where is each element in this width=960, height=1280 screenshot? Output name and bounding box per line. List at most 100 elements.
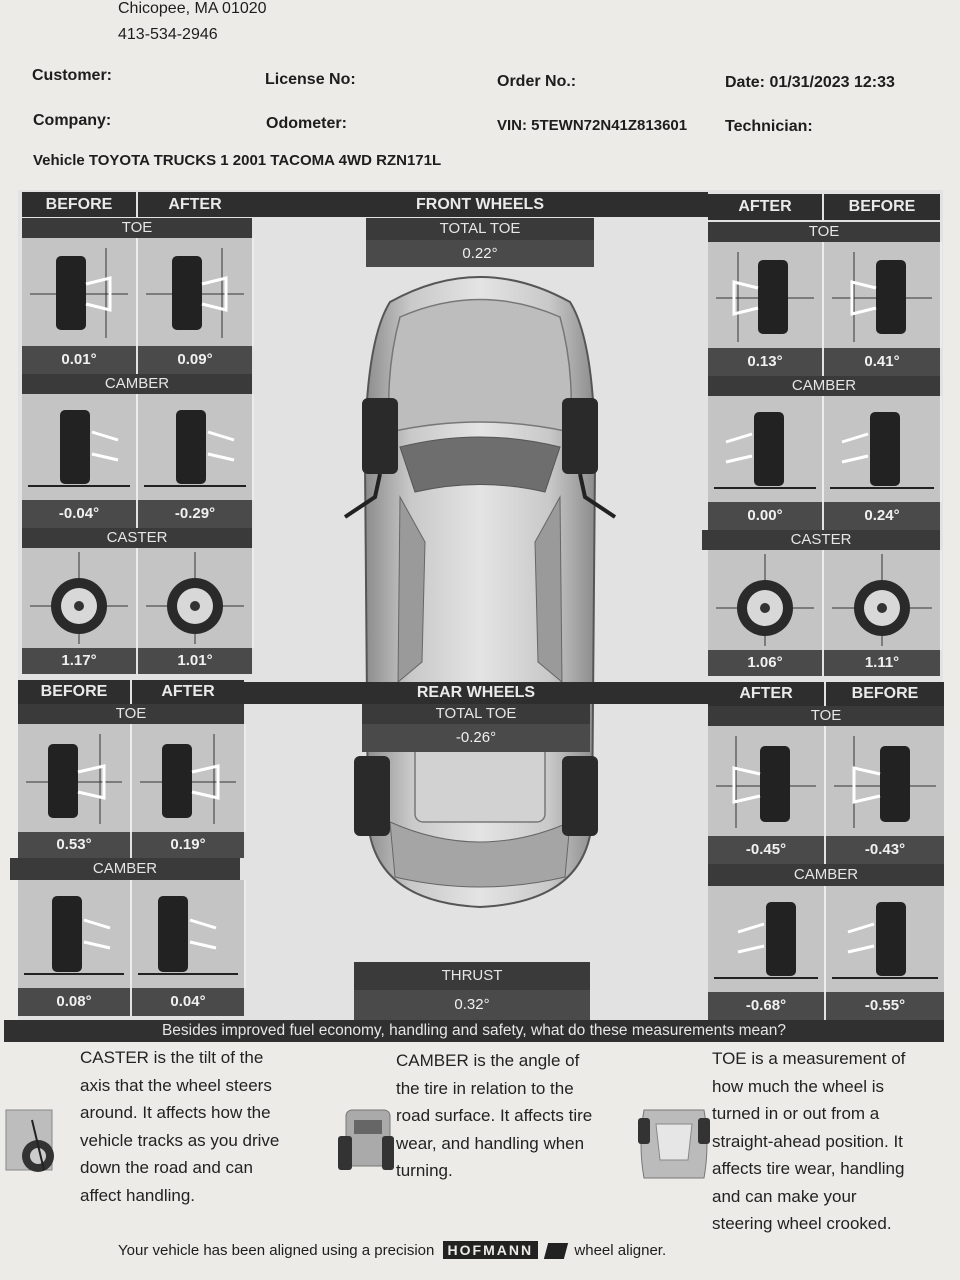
vin-label: VIN: (497, 117, 527, 134)
toe-line: steering wheel crooked. (712, 1214, 892, 1233)
rear-total-toe-value: -0.26° (362, 724, 590, 752)
thrust-value: 0.32° (354, 990, 590, 1020)
front-left-toe-label: TOE (22, 218, 252, 238)
front-left-caster-label: CASTER (22, 528, 252, 548)
question-bar: Besides improved fuel economy, handling … (4, 1020, 944, 1042)
front-right-camber-before-diagram (824, 396, 942, 502)
rear-left-toe-after-diagram (132, 724, 246, 832)
front-right-caster-label: CASTER (702, 530, 940, 550)
front-right-camber-before-value: 0.24° (824, 502, 940, 530)
rear-right-toe-after-diagram (708, 726, 826, 836)
front-right-toe-after-diagram (708, 242, 824, 348)
company-label: Company: (33, 112, 112, 129)
footer-pre: Your vehicle has been aligned using a pr… (118, 1242, 435, 1259)
footer-post: wheel aligner. (574, 1242, 667, 1259)
vin-field: VIN: 5TEWN72N41Z813601 (497, 117, 687, 134)
camber-line: road surface. It affects tire (396, 1106, 593, 1125)
front-right-caster-after-diagram (708, 550, 824, 650)
footer-line: Your vehicle has been aligned using a pr… (118, 1241, 667, 1260)
rear-left-before-header: BEFORE (18, 680, 130, 704)
odometer-label: Odometer: (266, 115, 347, 132)
front-left-camber-label: CAMBER (22, 374, 252, 394)
rear-right-camber-after-value: -0.68° (708, 992, 824, 1020)
rear-left-camber-label: CAMBER (10, 858, 240, 880)
camber-line: CAMBER is the angle of (396, 1051, 580, 1070)
front-right-caster-before-value: 1.11° (824, 650, 940, 676)
front-left-toe-before-diagram (22, 238, 138, 346)
toe-explanation: TOE is a measurement of how much the whe… (712, 1045, 952, 1238)
toe-line: TOE is a measurement of (712, 1049, 906, 1068)
toe-line: straight-ahead position. It (712, 1131, 903, 1151)
camber-line: wear, and handling when (396, 1133, 585, 1153)
rear-left-toe-before-diagram (18, 724, 132, 832)
toe-line: how much the wheel is (712, 1076, 884, 1096)
camber-car-icon (338, 1109, 394, 1170)
rear-right-toe-before-diagram (826, 726, 946, 836)
front-left-before-header: BEFORE (22, 192, 136, 217)
vehicle-line: Vehicle TOYOTA TRUCKS 1 2001 TACOMA 4WD … (33, 152, 442, 169)
shop-phone: 413-534-2946 (118, 26, 218, 43)
rear-right-camber-before-diagram (826, 886, 946, 992)
rear-left-toe-label: TOE (18, 704, 244, 724)
date-field: Date: 01/31/2023 12:33 (725, 74, 895, 92)
date-label: Date: (725, 74, 766, 91)
front-left-caster-after-diagram (138, 548, 254, 648)
rear-right-before-header: BEFORE (826, 682, 944, 706)
front-left-camber-before-value: -0.04° (22, 500, 136, 528)
toe-car-icon (638, 1109, 710, 1179)
thrust-label: THRUST (354, 962, 590, 990)
front-right-caster-after-value: 1.06° (708, 650, 822, 676)
license-label: License No: (265, 71, 356, 88)
front-right-toe-label: TOE (708, 222, 940, 242)
front-left-toe-after-diagram (138, 238, 254, 346)
rear-right-after-header: AFTER (708, 682, 824, 706)
rear-right-camber-label: CAMBER (708, 864, 944, 886)
technician-label: Technician: (725, 118, 813, 135)
rear-left-camber-after-value: 0.04° (132, 988, 244, 1016)
brand-logo: HOFMANN (442, 1241, 539, 1259)
caster-line: vehicle tracks as you drive (80, 1130, 280, 1150)
camber-explanation: CAMBER is the angle of the tire in relat… (396, 1047, 636, 1185)
rear-wheels-title: REAR WHEELS (244, 682, 708, 704)
camber-line: the tire in relation to the (396, 1078, 574, 1098)
front-left-after-header: AFTER (138, 192, 252, 217)
tire-icon (56, 256, 86, 330)
front-right-caster-before-diagram (824, 550, 942, 650)
rear-right-toe-before-value: -0.43° (826, 836, 944, 864)
rear-left-camber-after-diagram (132, 880, 246, 988)
camber-line: turning. (396, 1161, 453, 1180)
rear-right-camber-before-value: -0.55° (826, 992, 944, 1020)
brand-logo-icon (544, 1243, 569, 1260)
vin-value: 5TEWN72N41Z813601 (531, 117, 688, 134)
front-right-toe-before-value: 0.41° (824, 348, 940, 376)
front-right-toe-after-value: 0.13° (708, 348, 822, 376)
rear-right-toe-after-value: -0.45° (708, 836, 824, 864)
rear-left-toe-before-value: 0.53° (18, 832, 130, 858)
front-left-camber-before-diagram (22, 394, 138, 500)
customer-label: Customer: (32, 67, 113, 84)
toe-line: affects tire wear, handling (712, 1159, 905, 1178)
front-wheels-title: FRONT WHEELS (252, 192, 708, 217)
caster-line: around. It affects how the (80, 1103, 271, 1122)
front-total-toe-value: 0.22° (366, 240, 594, 267)
caster-line: axis that the wheel steers (80, 1075, 272, 1095)
front-left-caster-before-value: 1.17° (22, 648, 136, 674)
front-left-camber-after-diagram (138, 394, 254, 500)
caster-line: CASTER is the tilt of the (80, 1048, 264, 1067)
front-right-camber-label: CAMBER (708, 376, 940, 396)
front-total-toe-label: TOTAL TOE (366, 218, 594, 240)
caster-car-icon (5, 1109, 54, 1172)
rear-left-toe-after-value: 0.19° (132, 832, 244, 858)
date-value: 01/31/2023 12:33 (769, 74, 895, 91)
order-label: Order No.: (497, 73, 577, 90)
toe-line: turned in or out from a (712, 1104, 880, 1123)
caster-explanation: CASTER is the tilt of the axis that the … (80, 1044, 340, 1209)
front-right-toe-before-diagram (824, 242, 942, 348)
rear-total-toe-label: TOTAL TOE (362, 704, 590, 724)
front-right-after-header: AFTER (708, 194, 822, 220)
rear-right-toe-label: TOE (708, 706, 944, 726)
vehicle-topview (343, 276, 617, 909)
front-right-before-header: BEFORE (824, 194, 940, 220)
front-left-caster-before-diagram (22, 548, 138, 648)
front-right-camber-after-value: 0.00° (708, 502, 822, 530)
